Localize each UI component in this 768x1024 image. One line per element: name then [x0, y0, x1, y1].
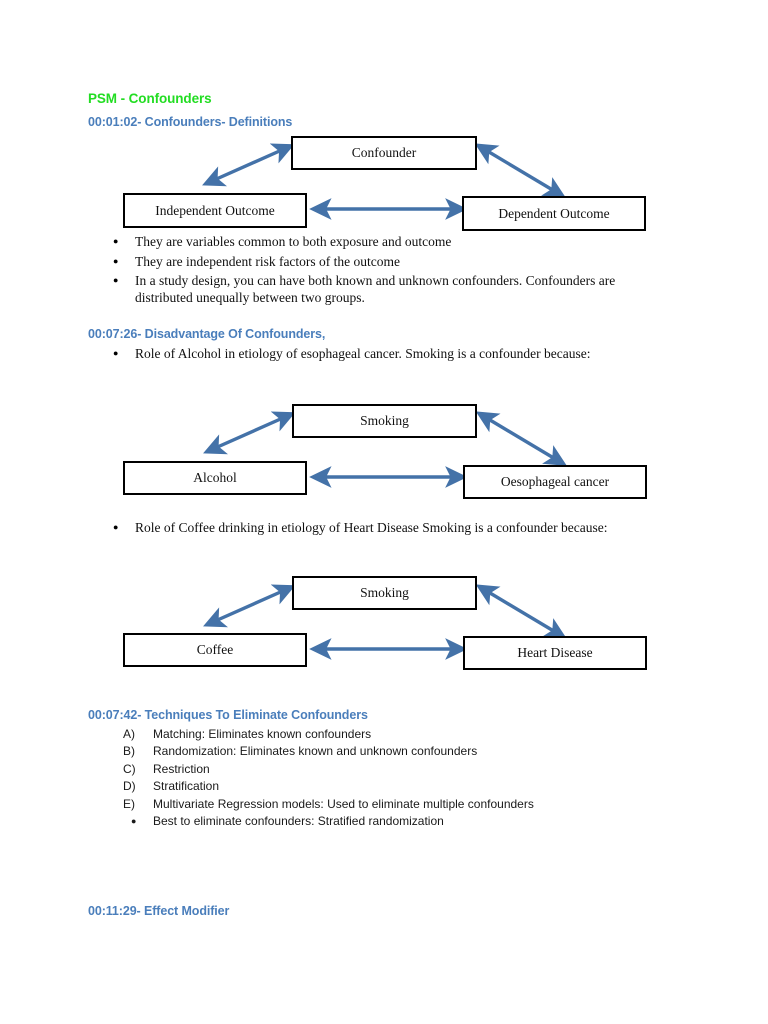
list-marker: D) [123, 779, 136, 794]
list-item: Role of Alcohol in etiology of esophagea… [105, 343, 665, 364]
list-item-continuation: distributed unequally between two groups… [135, 290, 365, 305]
node-right-1: Dependent Outcome [462, 196, 646, 231]
list-marker: C) [123, 761, 136, 776]
section-heading-techniques-to-eliminate-confounders: 00:07:42- Techniques To Eliminate Confou… [88, 708, 368, 722]
node-left-1: Independent Outcome [123, 193, 307, 228]
node-top-2: Smoking [292, 404, 477, 438]
list-item: E) Multivariate Regression models: Used … [105, 796, 705, 813]
list-item: A) Matching: Eliminates known confounder… [105, 726, 705, 743]
list-marker: E) [123, 796, 135, 811]
bullet-list-coffee: Role of Coffee drinking in etiology of H… [105, 517, 665, 538]
list-item: D) Stratification [105, 778, 705, 795]
node-right-2: Oesophageal cancer [463, 465, 647, 499]
page-title: PSM - Confounders [88, 91, 212, 106]
list-item: C) Restriction [105, 761, 705, 778]
list-item: B) Randomization: Eliminates known and u… [105, 743, 705, 760]
node-top-1: Confounder [291, 136, 477, 170]
list-marker: A) [123, 727, 135, 741]
list-item: ● Best to eliminate confounders: Stratif… [105, 813, 705, 830]
section-heading-disadvantage-of-confounders: 00:07:26- Disadvantage Of Confounders, [88, 327, 326, 341]
node-top-3: Smoking [292, 576, 477, 610]
list-item-label: Randomization: Eliminates known and unkn… [153, 744, 478, 759]
node-left-3: Coffee [123, 633, 307, 667]
lettered-list-techniques: A) Matching: Eliminates known confounder… [105, 726, 705, 830]
list-item-label: Best to eliminate confounders: Stratifie… [153, 814, 444, 829]
bullet-list-alcohol: Role of Alcohol in etiology of esophagea… [105, 343, 665, 364]
list-item: In a study design, you can have both kno… [105, 270, 665, 291]
list-marker: B) [123, 744, 135, 759]
bullet-list-definitions: They are variables common to both exposu… [105, 231, 665, 291]
node-right-3: Heart Disease [463, 636, 647, 670]
list-item-label: Restriction [153, 761, 210, 776]
section-heading-confounders-definitions: 00:01:02- Confounders- Definitions [88, 115, 293, 129]
list-item: They are independent risk factors of the… [105, 251, 665, 272]
list-marker-bullet: ● [131, 816, 137, 827]
list-item-label: Matching: Eliminates known confounders [153, 727, 372, 741]
list-item-label: Multivariate Regression models: Used to … [153, 796, 534, 811]
list-item-label: Stratification [153, 779, 220, 794]
list-item: Role of Coffee drinking in etiology of H… [105, 517, 665, 538]
list-item: They are variables common to both exposu… [105, 231, 665, 252]
list-item-line-1: In a study design, you can have both kno… [135, 273, 616, 288]
section-heading-effect-modifier: 00:11:29- Effect Modifier [88, 904, 230, 918]
node-left-2: Alcohol [123, 461, 307, 495]
